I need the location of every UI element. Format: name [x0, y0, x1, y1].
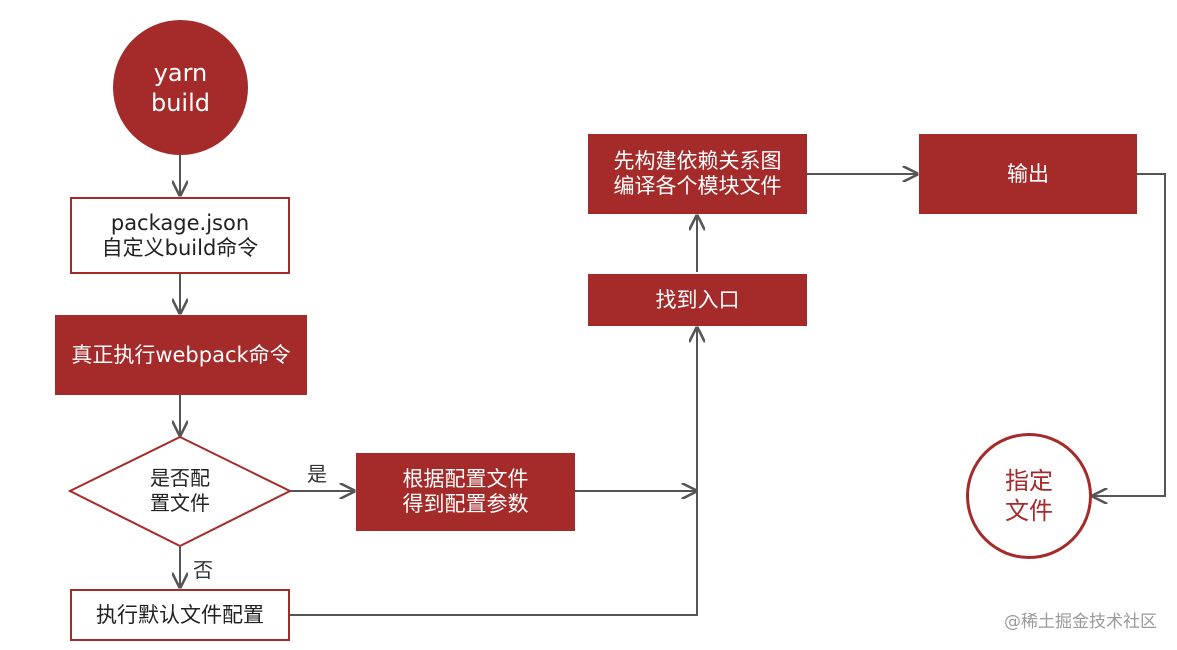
build-graph-node: 先构建依赖关系图 编译各个模块文件 [588, 134, 807, 214]
default-config-node: 执行默认文件配置 [70, 589, 290, 641]
has-config-decision-text: 是否配 置文件 [150, 466, 210, 515]
watermark: @稀土掘金技术社区 [1004, 612, 1157, 632]
edge-default-config-to-merge [290, 328, 697, 616]
end-node: 指定 文件 [966, 433, 1092, 559]
decision-diamond [67, 435, 293, 548]
output-node: 输出 [919, 134, 1137, 214]
edge-output-to-end [1093, 173, 1166, 496]
no-label: 否 [193, 558, 213, 582]
start-node: yarn build [113, 20, 248, 155]
yes-label: 是 [307, 462, 327, 486]
run-webpack-node: 真正执行webpack命令 [55, 315, 307, 395]
read-config-node: 根据配置文件 得到配置参数 [356, 453, 575, 531]
package-json-node: package.json 自定义build命令 [70, 197, 290, 274]
find-entry-node: 找到入口 [588, 274, 807, 326]
